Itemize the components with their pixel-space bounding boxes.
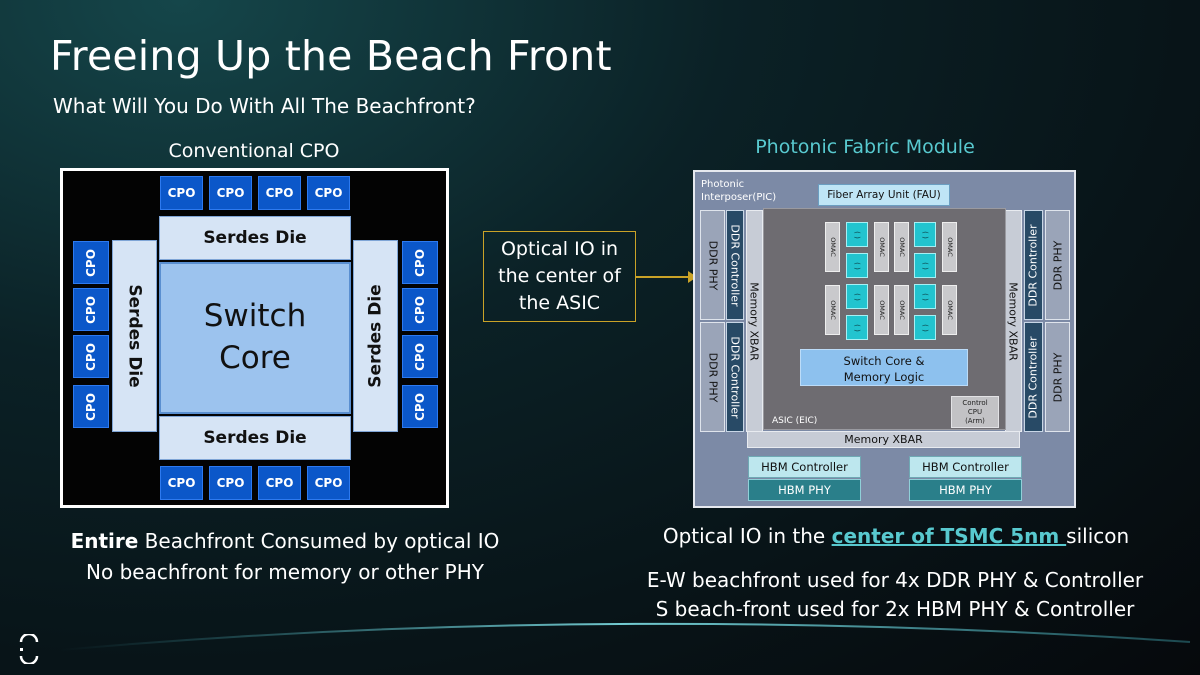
omac-block: OMAC <box>942 222 957 272</box>
ddr-phy-east-top: DDR PHY <box>1045 210 1070 320</box>
cpo-block: CPO <box>73 241 109 284</box>
optical-io-block: ( ) <box>846 315 868 340</box>
omac-block: OMAC <box>874 222 889 272</box>
cpo-block: CPO <box>258 466 301 500</box>
hbm-phy-left: HBM PHY <box>748 479 861 501</box>
optical-io-callout: Optical IO in the center of the ASIC <box>483 231 636 322</box>
ddr-phy-east-bottom: DDR PHY <box>1045 322 1070 432</box>
memory-xbar-south: Memory XBAR <box>747 431 1020 448</box>
fiber-array-unit: Fiber Array Unit (FAU) <box>818 184 950 206</box>
asic-eic-label: ASIC (EIC) <box>772 416 818 426</box>
slide-title: Freeing Up the Beach Front <box>50 32 612 80</box>
cpo-block: CPO <box>258 176 301 210</box>
callout-arrow-head <box>688 271 697 283</box>
cpo-block: CPO <box>160 466 203 500</box>
optical-io-block: ( ) <box>846 253 868 278</box>
cpo-block: CPO <box>402 241 438 284</box>
cpo-block: CPO <box>209 176 252 210</box>
cpo-block: CPO <box>307 176 350 210</box>
slide-subtitle: What Will You Do With All The Beachfront… <box>53 94 476 118</box>
cpo-block: CPO <box>402 288 438 331</box>
omac-block: OMAC <box>894 222 909 272</box>
serdes-die-bottom: Serdes Die <box>159 416 351 460</box>
left-caption: Entire Beachfront Consumed by optical IO… <box>40 526 530 588</box>
conventional-cpo-label: Conventional CPO <box>168 140 340 162</box>
memory-xbar-west: Memory XBAR <box>746 210 763 432</box>
company-logo-icon <box>19 634 39 664</box>
omac-block: OMAC <box>874 285 889 335</box>
callout-arrow <box>636 276 692 278</box>
ddr-phy-west-bottom: DDR PHY <box>700 322 725 432</box>
serdes-die-left: Serdes Die <box>112 240 157 432</box>
cpo-block: CPO <box>402 385 438 428</box>
tsmc-highlight: center of TSMC 5nm <box>831 524 1067 548</box>
left-caption-text: Beachfront Consumed by optical IO <box>138 529 500 553</box>
serdes-die-top: Serdes Die <box>159 216 351 260</box>
omac-block: OMAC <box>825 285 840 335</box>
cpo-block: CPO <box>73 288 109 331</box>
ddr-controller-east-bottom: DDR Controller <box>1024 322 1043 432</box>
photonic-fabric-module-label: Photonic Fabric Module <box>755 136 975 158</box>
cpo-block: CPO <box>73 335 109 378</box>
optical-io-block: ( ) <box>846 284 868 309</box>
optical-io-block: ( ) <box>846 222 868 247</box>
cpo-block: CPO <box>402 335 438 378</box>
ddr-controller-east-top: DDR Controller <box>1024 210 1043 320</box>
cpo-block: CPO <box>160 176 203 210</box>
ddr-phy-west-top: DDR PHY <box>700 210 725 320</box>
omac-block: OMAC <box>825 222 840 272</box>
omac-block: OMAC <box>894 285 909 335</box>
switch-core-memory-logic: Switch Core &Memory Logic <box>800 349 968 386</box>
optical-io-block: ( ) <box>914 315 936 340</box>
right-caption-line1: Optical IO in the center of TSMC 5nm sil… <box>662 524 1130 548</box>
ddr-controller-west-bottom: DDR Controller <box>726 322 744 432</box>
cpo-block: CPO <box>209 466 252 500</box>
hbm-phy-right: HBM PHY <box>909 479 1022 501</box>
optical-io-block: ( ) <box>914 222 936 247</box>
omac-block: OMAC <box>942 285 957 335</box>
optical-io-block: ( ) <box>914 253 936 278</box>
bottom-glow-arc <box>59 622 1191 651</box>
cpo-block: CPO <box>73 385 109 428</box>
memory-xbar-east: Memory XBAR <box>1005 210 1022 432</box>
optical-io-block: ( ) <box>914 284 936 309</box>
hbm-controller-left: HBM Controller <box>748 456 861 478</box>
serdes-die-right: Serdes Die <box>353 240 398 432</box>
ddr-controller-west-top: DDR Controller <box>726 210 744 320</box>
cpo-block: CPO <box>307 466 350 500</box>
hbm-controller-right: HBM Controller <box>909 456 1022 478</box>
right-caption-lines: E-W beachfront used for 4x DDR PHY & Con… <box>646 568 1144 621</box>
left-caption-line2: No beachfront for memory or other PHY <box>86 560 484 584</box>
left-caption-bold: Entire <box>70 529 139 553</box>
